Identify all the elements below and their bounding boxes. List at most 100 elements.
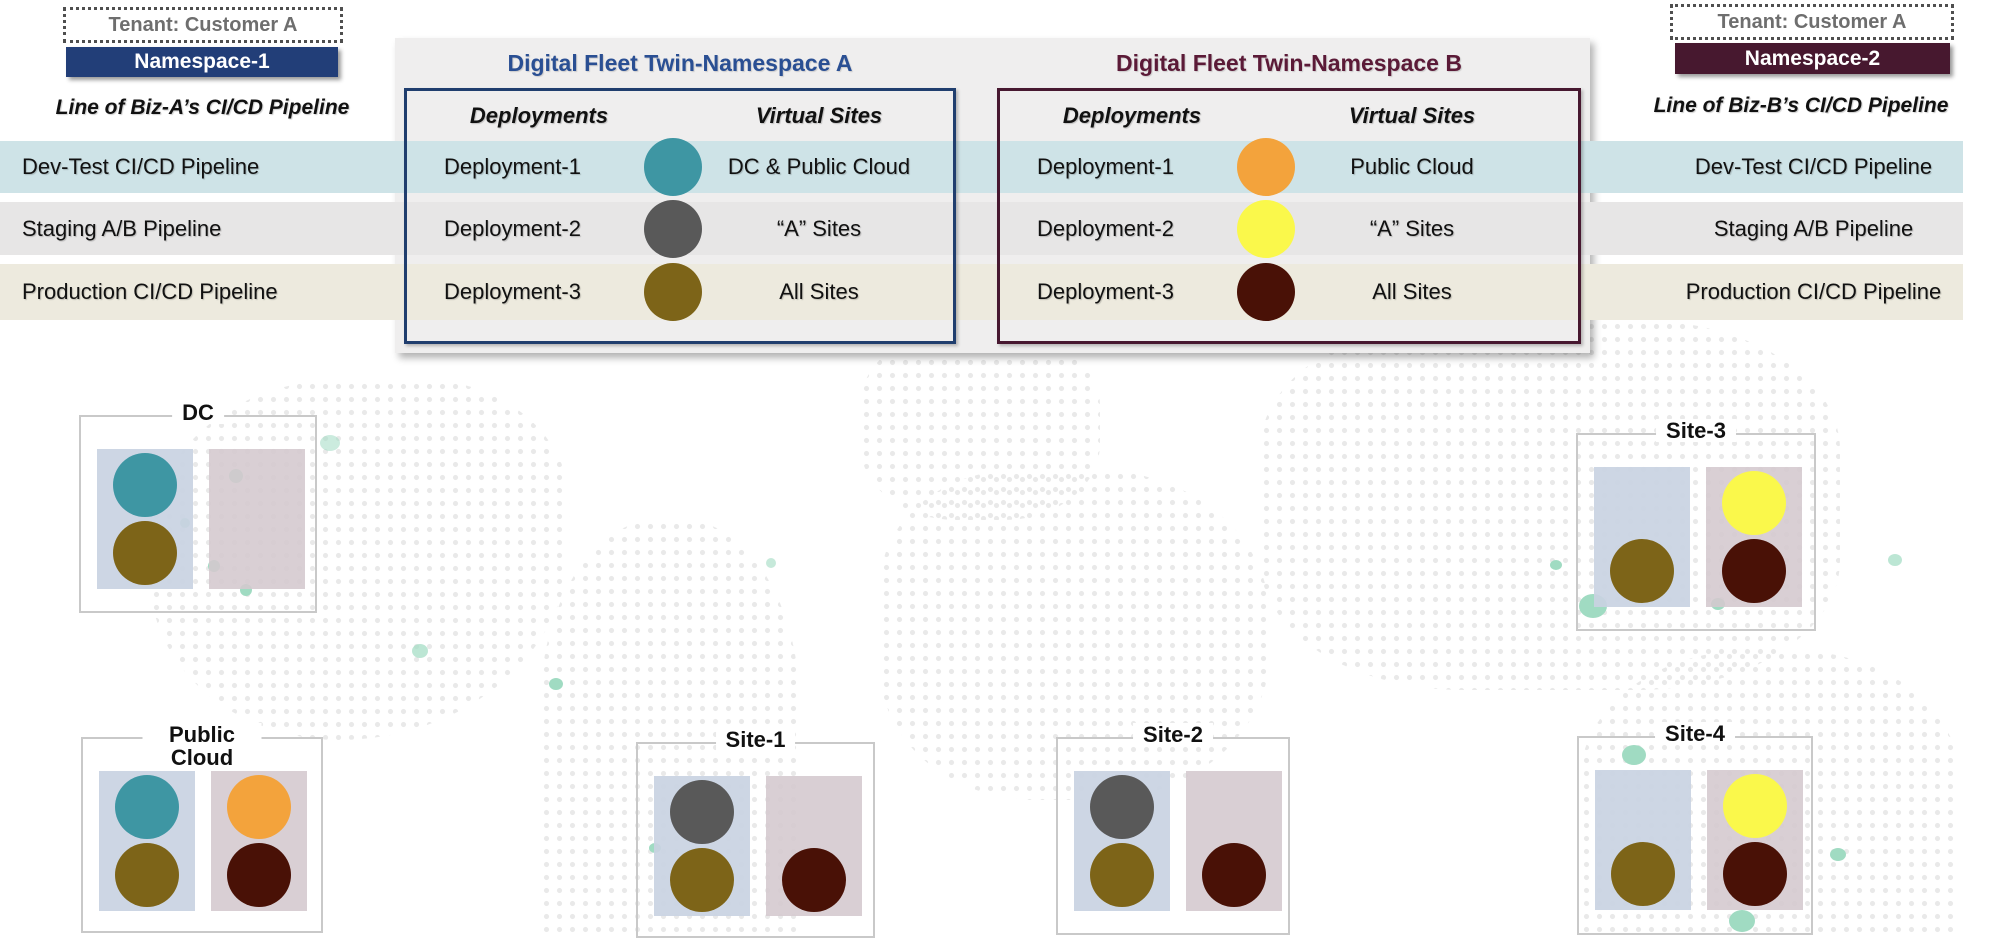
- deployment-dot: [113, 453, 177, 517]
- namespace-2-workloads-rect: [766, 776, 862, 916]
- pipeline-label-right: Production CI/CD Pipeline: [1685, 279, 1942, 304]
- panel-a-title: Digital Fleet Twin-Namespace A: [507, 50, 853, 76]
- deployment-label: Deployment-1: [444, 154, 581, 179]
- deployment-color-dot: [1237, 263, 1295, 321]
- panel-b-row-deployment-1: Deployment-1 Public Cloud: [997, 138, 1581, 196]
- deployment-label: Deployment-3: [444, 279, 581, 304]
- namespace-2-workloads-rect: [1706, 467, 1802, 607]
- namespace-1-label: Namespace-1: [134, 50, 270, 73]
- panel-a-row-deployment-3: Deployment-3 All Sites: [404, 263, 956, 321]
- panel-a-row-deployment-2: Deployment-2 “A” Sites: [404, 199, 956, 258]
- map-accent-dot: [1888, 554, 1902, 566]
- panel-b-title: Digital Fleet Twin-Namespace B: [1116, 50, 1462, 76]
- namespace-2-bar: Namespace-2: [1675, 43, 1950, 74]
- deployment-dot: [113, 521, 177, 585]
- namespace-1-workloads-rect: [1595, 770, 1691, 910]
- site-label: Site-1: [715, 728, 796, 751]
- panel-a-virtual-sites-header: Virtual Sites: [755, 103, 883, 128]
- site-label: DC: [172, 401, 224, 424]
- panel-a-border: [404, 88, 956, 344]
- deployment-dot: [115, 775, 179, 839]
- deployment-dot: [1090, 843, 1154, 907]
- pipeline-band-production: Production CI/CD Pipeline Production CI/…: [0, 264, 1963, 320]
- namespace-2-label: Namespace-2: [1744, 46, 1881, 70]
- pipeline-label-left: Production CI/CD Pipeline: [22, 279, 278, 304]
- virtual-sites-value: DC & Public Cloud: [727, 154, 911, 179]
- pipeline-label-left: Staging A/B Pipeline: [22, 215, 222, 241]
- map-accent-dot: [766, 558, 776, 568]
- site-box-dc: DC: [79, 401, 317, 613]
- deployment-dot: [1722, 539, 1786, 603]
- deployment-dot: [1611, 842, 1675, 906]
- deployment-label: Deployment-2: [1037, 215, 1174, 241]
- panel-a-row-deployment-1: Deployment-1 DC & Public Cloud: [404, 138, 956, 196]
- tenant-label: Tenant: Customer A: [1717, 10, 1907, 33]
- namespace-2-workloads-rect: [1707, 770, 1803, 910]
- deployment-dot: [1202, 843, 1266, 907]
- namespace-1-workloads-rect: [97, 449, 193, 589]
- site-label: Site-3: [1656, 419, 1736, 442]
- site-box-site-3: Site-3: [1576, 419, 1816, 631]
- deployment-label: Deployment-3: [1037, 279, 1174, 304]
- map-accent-dot: [320, 435, 340, 451]
- site-box-site-2: Site-2: [1056, 723, 1290, 935]
- panel-b-virtual-sites-header: Virtual Sites: [1348, 103, 1476, 128]
- site-label: Public Cloud: [142, 723, 262, 769]
- panel-b-row-deployment-3: Deployment-3 All Sites: [997, 263, 1581, 321]
- panel-b-row-deployment-2: Deployment-2 “A” Sites: [997, 199, 1581, 258]
- deployment-dot: [670, 848, 734, 912]
- virtual-sites-value: “A” Sites: [1369, 215, 1455, 241]
- site-label: Site-2: [1133, 723, 1213, 746]
- pipeline-label-left: Dev-Test CI/CD Pipeline: [22, 154, 260, 179]
- deployment-dot: [115, 843, 179, 907]
- pipeline-label-right: Dev-Test CI/CD Pipeline: [1694, 154, 1933, 179]
- deployment-dot: [227, 843, 291, 907]
- panel-a-deployments-header: Deployments: [469, 103, 609, 128]
- panel-b-border: [997, 88, 1581, 344]
- deployment-dot: [1090, 775, 1154, 839]
- map-accent-dot: [412, 644, 428, 658]
- virtual-sites-value: “A” Sites: [776, 215, 862, 241]
- deployment-dot: [1723, 774, 1787, 838]
- line-of-biz-b-label: Line of Biz-B’s CI/CD Pipeline: [1653, 94, 1949, 117]
- deployment-dot: [227, 775, 291, 839]
- deployment-dot: [1610, 539, 1674, 603]
- namespace-1-workloads-rect: [1074, 771, 1170, 911]
- map-accent-dot: [1622, 745, 1646, 765]
- line-of-biz-a-label: Line of Biz-A’s CI/CD Pipeline: [55, 96, 350, 119]
- namespace-1-workloads-rect: [1594, 467, 1690, 607]
- deployment-dot: [1722, 471, 1786, 535]
- pipeline-band-devtest: Dev-Test CI/CD Pipeline Dev-Test CI/CD P…: [0, 141, 1963, 193]
- map-accent-dot: [1729, 910, 1755, 932]
- deployment-dot: [670, 780, 734, 844]
- deployment-color-dot: [1237, 138, 1295, 196]
- deployment-color-dot: [644, 138, 702, 196]
- tenant-box-left: Tenant: Customer A: [63, 7, 343, 43]
- site-box-site-4: Site-4: [1577, 722, 1813, 935]
- namespace-1-workloads-rect: [654, 776, 750, 916]
- virtual-sites-value: All Sites: [779, 279, 859, 304]
- tenant-box-right: Tenant: Customer A: [1670, 4, 1954, 40]
- panel-b-deployments-header: Deployments: [1062, 103, 1202, 128]
- virtual-sites-value: Public Cloud: [1350, 154, 1474, 179]
- site-label: Site-4: [1655, 722, 1735, 745]
- namespace-1-workloads-rect: [99, 771, 195, 911]
- map-accent-dot: [549, 678, 563, 690]
- deployment-dot: [782, 848, 846, 912]
- namespace-2-workloads-rect: [1186, 771, 1282, 911]
- pipeline-label-right: Staging A/B Pipeline: [1713, 215, 1914, 241]
- namespace-1-bar: Namespace-1: [66, 47, 338, 77]
- pipeline-band-staging: Staging A/B Pipeline Staging A/B Pipelin…: [0, 202, 1963, 255]
- tenant-label: Tenant: Customer A: [108, 13, 298, 36]
- deployment-label: Deployment-1: [1037, 154, 1174, 179]
- namespace-2-workloads-rect: [209, 449, 305, 589]
- site-box-public-cloud: Public Cloud: [81, 723, 323, 933]
- deployment-label: Deployment-2: [444, 215, 581, 241]
- deployment-color-dot: [644, 199, 702, 258]
- map-accent-dot: [1550, 560, 1562, 570]
- deployment-color-dot: [1237, 199, 1295, 258]
- deployment-dot: [1723, 842, 1787, 906]
- deployment-color-dot: [644, 263, 702, 321]
- map-accent-dot: [1830, 848, 1846, 861]
